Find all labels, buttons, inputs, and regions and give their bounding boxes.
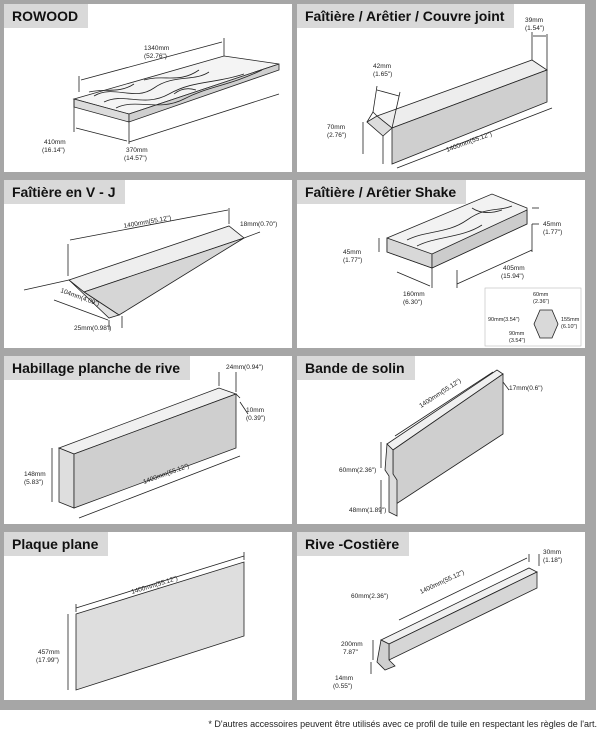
dim-label: 42mm — [373, 63, 391, 70]
panel-habillage-planche-de-rive: Habillage planche de rive 24mm(0.94") 10… — [4, 356, 292, 524]
dim-label: (6.30") — [403, 299, 422, 306]
panel-title: Rive -Costière — [297, 532, 410, 556]
dim-label: (6.10") — [561, 324, 577, 330]
dim-label: (1.65") — [373, 71, 392, 78]
panel-title: ROWOOD — [4, 4, 89, 28]
habillage-drawing: 24mm(0.94") 10mm (0.39") 148mm (5.83") 1… — [24, 364, 265, 519]
dim-label: 7.87" — [343, 649, 359, 656]
dim-label: (1.77") — [343, 257, 362, 264]
dim-label: (2.76") — [327, 132, 346, 139]
rive-drawing: 30mm (1.18") 60mm(2.36") 1400mm(55.12") … — [333, 549, 562, 690]
dim-label: 155mm — [561, 317, 580, 323]
dim-label: (1.77") — [543, 229, 562, 236]
dim-label: 90mm(3.54") — [488, 317, 520, 323]
dim-label: 1400mm(55.12") — [123, 215, 172, 230]
plaque-drawing: 1400mm(55.12") 457mm (17.99") — [36, 552, 245, 691]
dim-label: 10mm — [246, 407, 264, 414]
dim-label: (2.36") — [533, 299, 549, 305]
dim-label: (1.54") — [525, 25, 544, 32]
dim-label: (14.57") — [124, 155, 147, 162]
dim-label: 160mm — [403, 291, 425, 298]
dim-label: 1340mm — [144, 45, 169, 52]
product-sheet: ROWOOD 1340mm (52.76") 410mm (1 — [0, 0, 596, 710]
dim-label: 60mm — [533, 292, 549, 298]
shake-drawing: 45mm (1.77") 45mm (1.77") 405mm (15.94")… — [343, 193, 582, 347]
dim-label: (0.39") — [246, 415, 265, 422]
dim-label: (52.76") — [144, 53, 167, 60]
dim-label: 370mm — [126, 147, 148, 154]
dim-label: (3.54") — [509, 338, 525, 344]
footnote: * D'autres accessoires peuvent être util… — [208, 719, 597, 729]
section-inset — [484, 287, 582, 347]
panel-faitiere-aretier-couvre-joint: Faîtière / Arêtier / Couvre joint 39mm (… — [297, 4, 585, 172]
panel-bande-de-solin: Bande de solin 1400mm(55.12") 17mm(0.6")… — [297, 356, 585, 524]
dim-label: 457mm — [38, 649, 60, 656]
panel-rowood: ROWOOD 1340mm (52.76") 410mm (1 — [4, 4, 292, 172]
dim-label: 410mm — [44, 139, 66, 146]
dim-label: 24mm(0.94") — [226, 364, 263, 371]
dim-label: 148mm — [24, 471, 46, 478]
hexagon-section — [533, 309, 559, 339]
dim-label: 70mm — [327, 124, 345, 131]
panel-title: Plaque plane — [4, 532, 109, 556]
dim-label: 1400mm(55.12") — [419, 569, 466, 596]
faitiere-v-j-drawing: 1400mm(55.12") 18mm(0.70") 104mm(4.09") … — [23, 208, 277, 332]
panel-faitiere-aretier-shake: Faîtière / Arêtier Shake 45mm (1.77") 45… — [297, 180, 585, 348]
dim-label: 14mm — [335, 675, 353, 682]
panel-title: Faîtière / Arêtier Shake — [297, 180, 467, 204]
dim-label: (16.14") — [42, 147, 65, 154]
dim-label: 30mm — [543, 549, 561, 556]
dim-label: (1.18") — [543, 557, 562, 564]
panel-plaque-plane: Plaque plane 1400mm(55.12") 457mm (17.99… — [4, 532, 292, 700]
dim-label: 25mm(0.98") — [74, 325, 111, 332]
dim-label: 17mm(0.6") — [509, 385, 543, 392]
dim-label: (15.94") — [501, 273, 524, 280]
faitiere-drawing: 39mm (1.54") 42mm (1.65") 70mm (2.76") 1… — [327, 17, 553, 169]
solin-drawing: 1400mm(55.12") 17mm(0.6") 60mm(2.36") 48… — [339, 369, 543, 517]
dim-label: 48mm(1.89") — [349, 507, 386, 514]
dim-label: 39mm — [525, 17, 543, 24]
dim-label: 18mm(0.70") — [240, 221, 277, 228]
dim-label: (5.83") — [24, 479, 43, 486]
rowood-drawing: 1340mm (52.76") 410mm (16.14") 370mm (14… — [42, 38, 280, 162]
dim-label: 45mm — [543, 221, 561, 228]
dim-label: 405mm — [503, 265, 525, 272]
dim-label: (0.55") — [333, 683, 352, 690]
dim-label: (17.99") — [36, 657, 59, 664]
dim-label: 200mm — [341, 641, 363, 648]
dim-label: 90mm — [509, 331, 525, 337]
panel-rive-costiere: Rive -Costière 30mm (1.18") 60mm(2.36") … — [297, 532, 585, 700]
dim-label: 45mm — [343, 249, 361, 256]
panel-title: Faîtière en V - J — [4, 180, 126, 204]
dim-label: 60mm(2.36") — [351, 593, 388, 600]
panel-title: Faîtière / Arêtier / Couvre joint — [297, 4, 515, 28]
dim-label: 60mm(2.36") — [339, 467, 376, 474]
panel-title: Habillage planche de rive — [4, 356, 191, 380]
panel-title: Bande de solin — [297, 356, 415, 380]
panel-faitiere-en-v-j: Faîtière en V - J 1400mm(55.12") 18mm(0.… — [4, 180, 292, 348]
